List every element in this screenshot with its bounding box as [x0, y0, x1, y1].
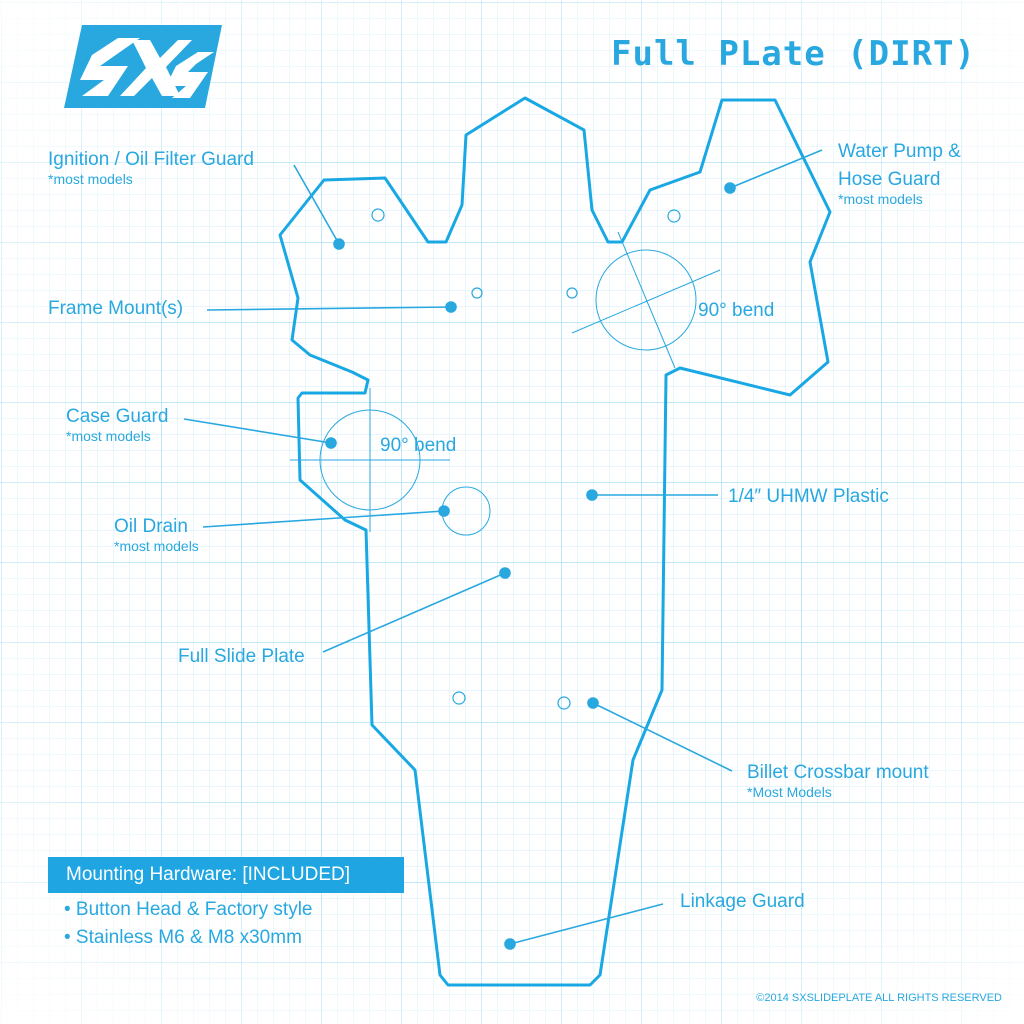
- label-material: 1/4″ UHMW Plastic: [728, 486, 889, 507]
- label-note: *most models: [48, 171, 133, 187]
- hardware-list: • Button Head & Factory style • Stainles…: [64, 896, 312, 952]
- label-line1: Water Pump &: [838, 141, 961, 162]
- mount-hole: [471, 287, 483, 299]
- label-note: *most models: [66, 428, 151, 444]
- label-case-guard: Case Guard *most models: [66, 406, 168, 445]
- label-line2: Hose Guard: [838, 169, 941, 190]
- label-water-pump-guard: Water Pump & Hose Guard *most models: [838, 141, 961, 208]
- label-linkage-guard: Linkage Guard: [680, 891, 805, 912]
- label-note: *Most Models: [747, 784, 832, 800]
- label-title: Ignition / Oil Filter Guard: [48, 149, 254, 170]
- label-title: Billet Crossbar mount: [747, 762, 929, 783]
- bend-label-right: 90° bend: [698, 300, 775, 321]
- hardware-item: • Stainless M6 & M8 x30mm: [64, 927, 302, 948]
- page-title: Full PLate (DIRT): [611, 34, 976, 74]
- hardware-item: • Button Head & Factory style: [64, 899, 313, 920]
- label-frame-mount: Frame Mount(s): [48, 298, 184, 319]
- mount-hole: [566, 287, 578, 299]
- mount-hole: [371, 208, 385, 222]
- copyright: ©2014 SXSLIDEPLATE ALL RIGHTS RESERVED: [756, 992, 1002, 1004]
- label-full-slide-plate: Full Slide Plate: [178, 646, 305, 667]
- label-crossbar-mount: Billet Crossbar mount *Most Models: [747, 762, 929, 801]
- label-title: Case Guard: [66, 406, 169, 427]
- label-note: *most models: [838, 191, 923, 207]
- plate-outline: [278, 96, 832, 987]
- sxs-logo[interactable]: [64, 25, 222, 108]
- label-note: *most models: [114, 538, 199, 554]
- label-oil-drain: Oil Drain *most models: [114, 516, 199, 555]
- bend-circle-right: [595, 249, 697, 351]
- bend-label-left: 90° bend: [380, 435, 457, 456]
- mount-hole: [667, 209, 681, 223]
- mount-hole: [452, 691, 466, 705]
- label-ignition-guard: Ignition / Oil Filter Guard *most models: [48, 149, 254, 188]
- mount-hole: [557, 696, 571, 710]
- label-title: Oil Drain: [114, 516, 188, 537]
- hardware-header: Mounting Hardware: [INCLUDED]: [48, 857, 404, 893]
